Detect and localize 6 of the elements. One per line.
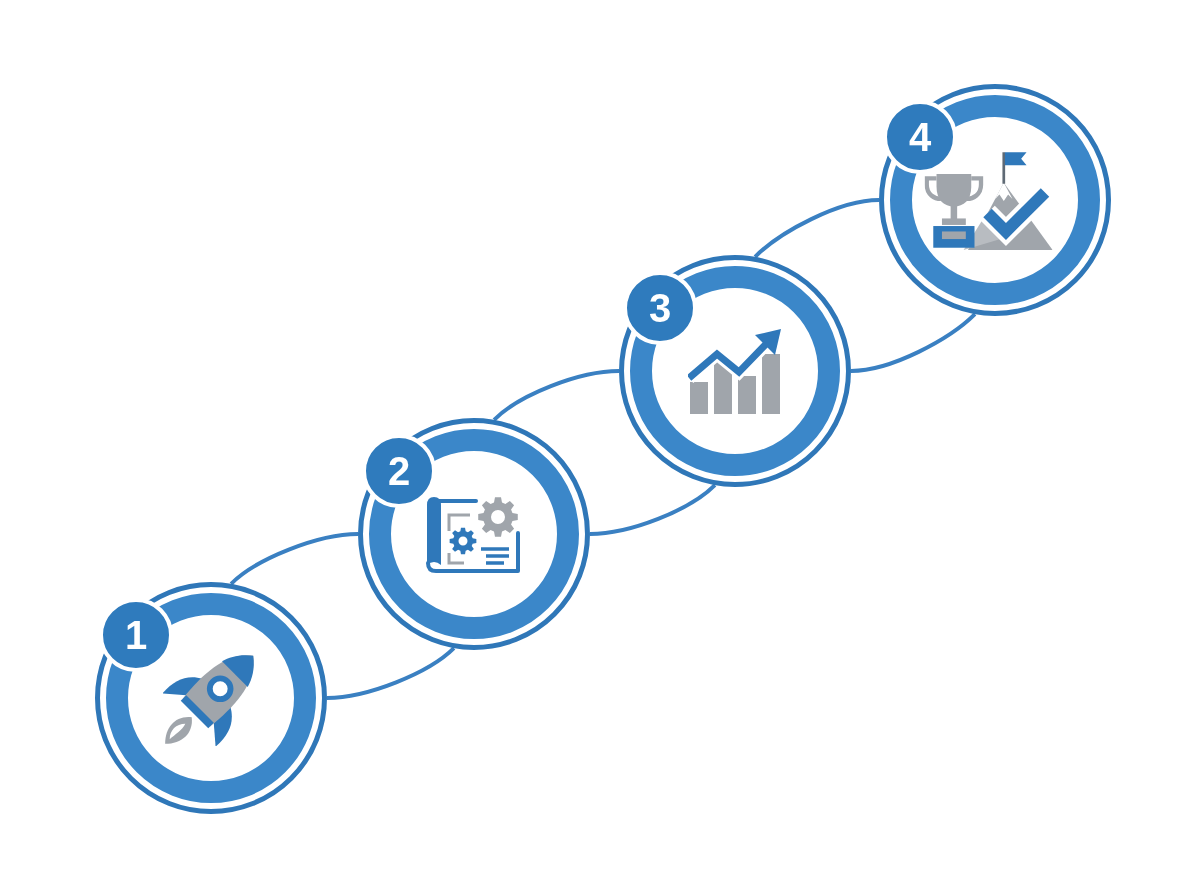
connector-line (326, 646, 456, 700)
connector-line (753, 198, 880, 259)
connector-line (589, 483, 717, 536)
connector-line (229, 532, 359, 586)
connector-line (492, 369, 620, 422)
connector-line (850, 312, 977, 373)
